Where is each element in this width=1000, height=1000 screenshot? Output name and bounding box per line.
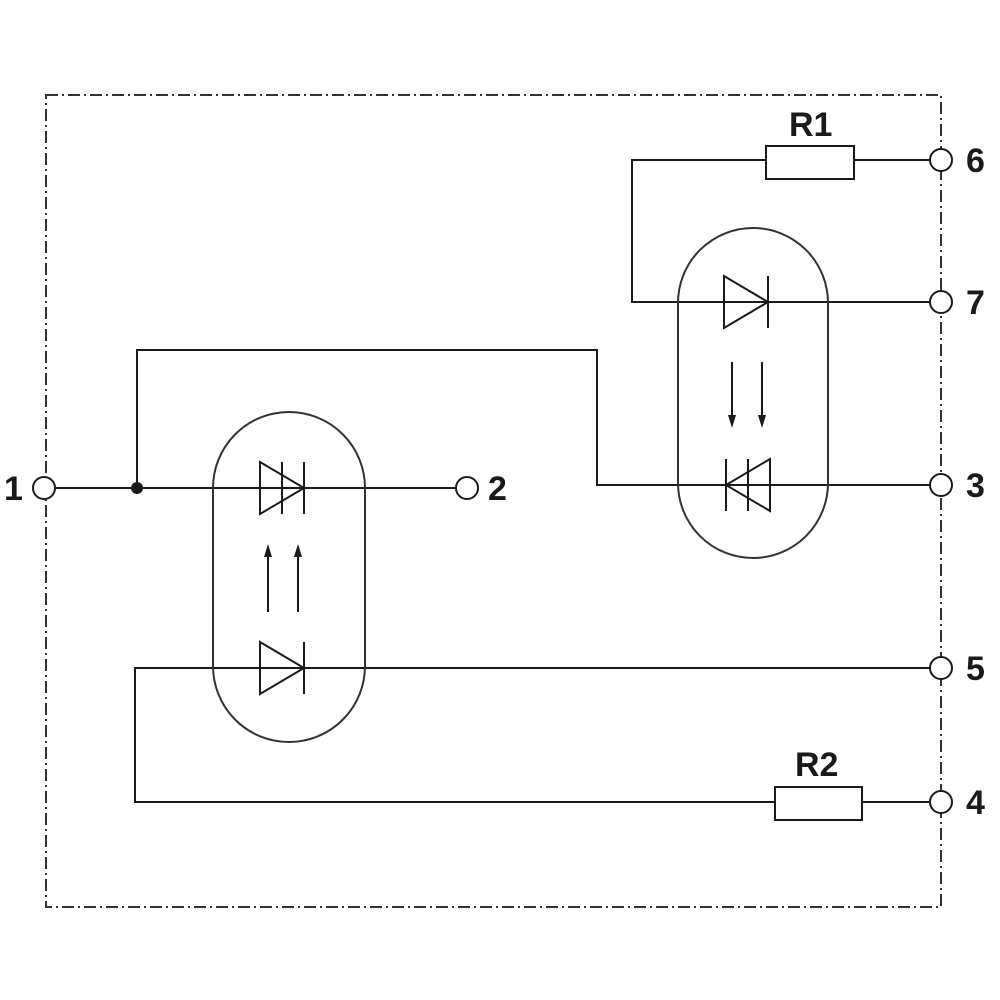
optocoupler-right bbox=[677, 227, 829, 559]
terminal-4-label: 4 bbox=[966, 784, 985, 822]
terminal-6 bbox=[929, 148, 953, 172]
optocoupler-right-housing bbox=[677, 227, 829, 559]
thyristor-output-right bbox=[724, 457, 771, 513]
resistor-r2-label: R2 bbox=[795, 746, 838, 784]
terminal-4 bbox=[929, 790, 953, 814]
light-arrows-right bbox=[728, 362, 766, 428]
junction-node bbox=[131, 482, 143, 494]
optocoupler-left-housing bbox=[212, 411, 366, 743]
terminal-2-label: 2 bbox=[488, 470, 507, 508]
wire-junction-to-t3 bbox=[136, 349, 930, 488]
optocoupler-left bbox=[212, 411, 366, 743]
terminal-7-label: 7 bbox=[966, 284, 985, 322]
terminal-1 bbox=[32, 476, 56, 500]
thyristor-output-left bbox=[259, 460, 306, 516]
terminal-2 bbox=[455, 476, 479, 500]
wires bbox=[55, 159, 930, 803]
resistor-r1-label: R1 bbox=[789, 106, 832, 144]
wire-r1-to-t7 bbox=[631, 159, 930, 303]
terminal-3 bbox=[929, 473, 953, 497]
terminal-6-label: 6 bbox=[966, 142, 985, 180]
led-input-right bbox=[723, 274, 770, 330]
module-boundary bbox=[45, 94, 942, 908]
wire-t5-to-r2 bbox=[134, 667, 930, 803]
terminal-5-label: 5 bbox=[966, 650, 985, 688]
terminal-3-label: 3 bbox=[966, 467, 985, 505]
terminal-5 bbox=[929, 656, 953, 680]
led-input-left bbox=[259, 640, 306, 696]
terminal-7 bbox=[929, 290, 953, 314]
light-arrows-left bbox=[264, 544, 302, 612]
terminal-1-label: 1 bbox=[4, 470, 23, 508]
resistor-r1 bbox=[765, 145, 855, 180]
resistor-r2 bbox=[774, 786, 863, 821]
